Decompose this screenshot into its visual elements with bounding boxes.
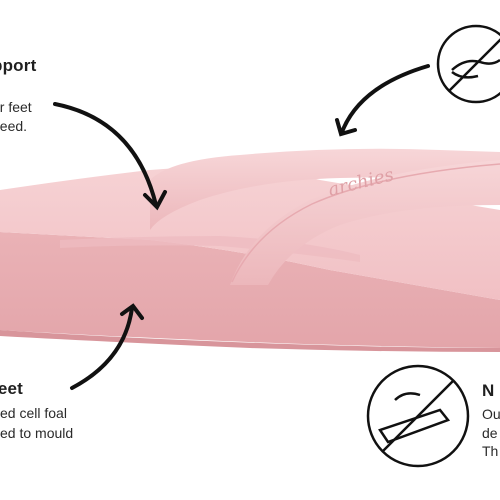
feet-text-line: ed cell foal bbox=[0, 405, 67, 421]
right-feature-text-line: Th bbox=[482, 443, 499, 459]
sandal-strap: archies bbox=[150, 148, 500, 285]
right-feature-text-line: Ou bbox=[482, 406, 500, 422]
arrow-to-arch bbox=[53, 102, 167, 211]
arrow-to-strap bbox=[335, 64, 430, 137]
sandal-sole-side bbox=[0, 232, 500, 352]
no-tear-icon bbox=[366, 364, 470, 468]
right-feature-text-line: de bbox=[482, 425, 498, 441]
support-heading: pport bbox=[0, 56, 37, 75]
support-text-line: ur feet bbox=[0, 99, 32, 115]
no-bite-icon bbox=[436, 24, 500, 104]
feet-text-line: ed to mould bbox=[0, 425, 74, 441]
feet-heading: feet bbox=[0, 379, 24, 398]
right-feature-heading: N bbox=[482, 381, 495, 400]
arrow-to-sole bbox=[70, 303, 144, 390]
support-text-line: need. bbox=[0, 118, 28, 134]
